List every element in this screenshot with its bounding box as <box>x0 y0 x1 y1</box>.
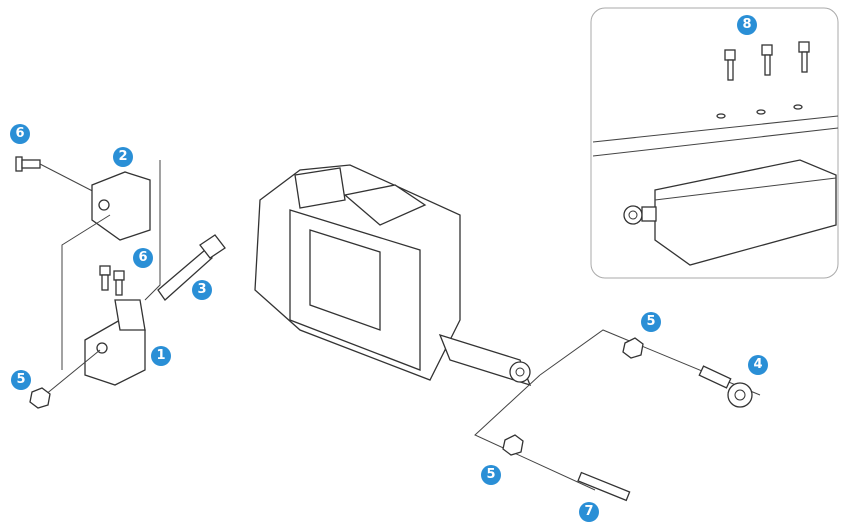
part-7-threaded-rod <box>577 471 631 502</box>
callout-6-middle: 6 <box>133 248 153 268</box>
callout-3: 3 <box>192 280 212 300</box>
callout-1: 1 <box>151 346 171 366</box>
callout-7: 7 <box>579 502 599 522</box>
nut-5-lower <box>502 434 524 456</box>
part-4-eye-bolt <box>698 365 753 408</box>
callout-5-lower: 5 <box>481 465 501 485</box>
inset-actuator-body <box>623 159 837 266</box>
part-3-rod <box>157 234 226 301</box>
callout-6-left: 6 <box>10 124 30 144</box>
part-1-bracket <box>84 299 146 386</box>
screws-6 <box>99 265 125 296</box>
nut-5-upper <box>622 337 644 359</box>
callout-5-left: 5 <box>11 370 31 390</box>
screw-6-left <box>15 156 23 172</box>
callout-4: 4 <box>748 355 768 375</box>
inset-screws <box>716 41 810 119</box>
callout-5-upper: 5 <box>641 312 661 332</box>
callout-8: 8 <box>737 15 757 35</box>
part-2-cap <box>91 171 151 241</box>
callout-2: 2 <box>113 147 133 167</box>
nut-5-left <box>29 387 51 409</box>
main-actuator-body <box>254 164 532 387</box>
